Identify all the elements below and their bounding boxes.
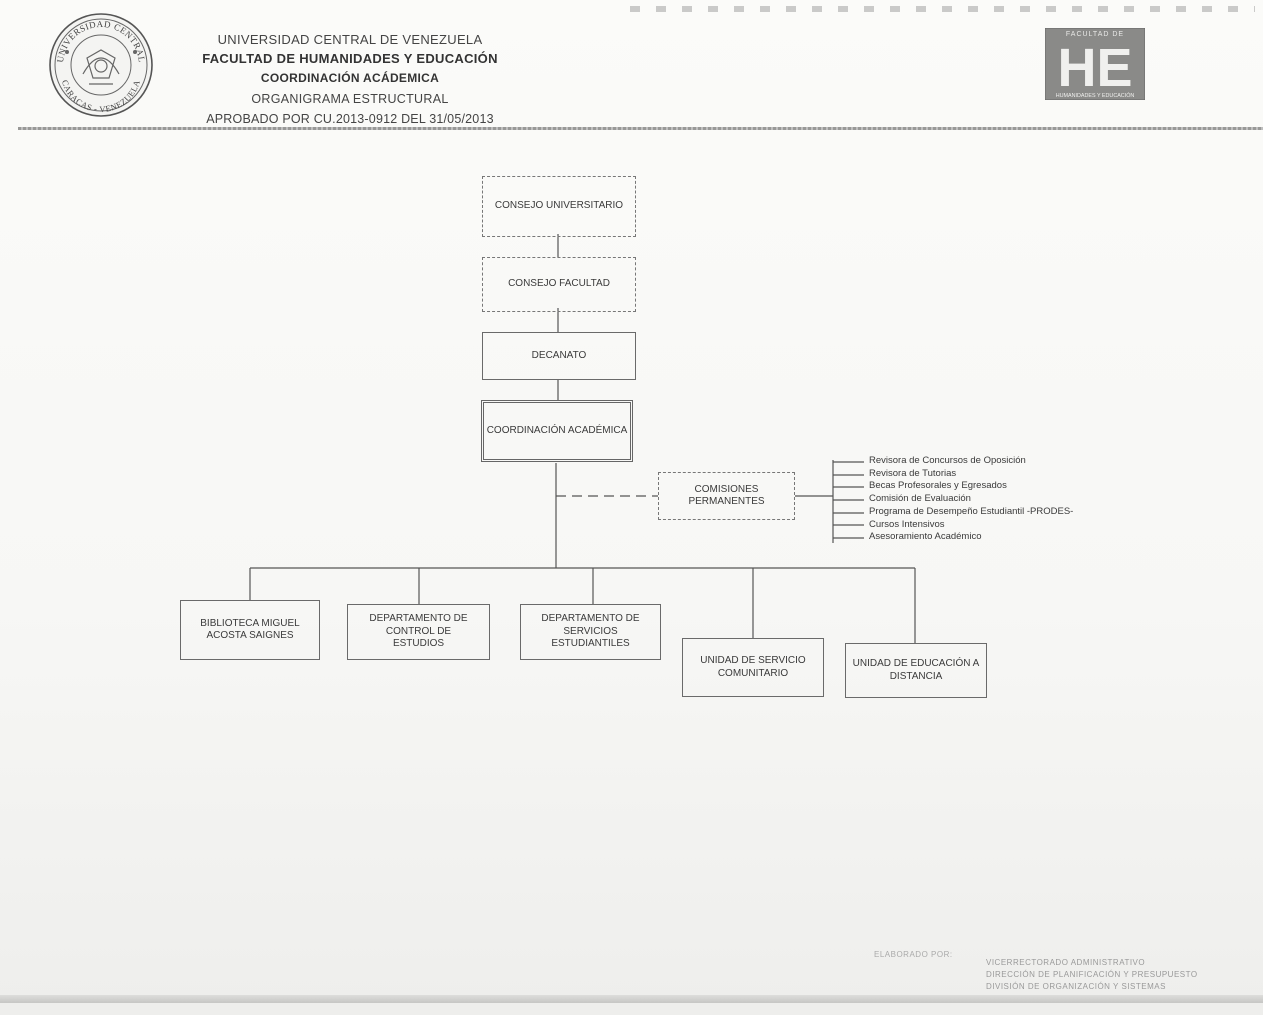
- node-label: CONSEJO UNIVERSITARIO: [494, 200, 624, 212]
- header-rule: [18, 127, 1263, 130]
- comision-item: Asesoramiento Académico: [869, 531, 982, 543]
- comisiones-list: Revisora de Concursos de Oposición Revis…: [869, 455, 1073, 544]
- faculty-name: FACULTAD DE HUMANIDADES Y EDUCACIÓN: [202, 51, 498, 66]
- node-consejo-universitario: CONSEJO UNIVERSITARIO: [482, 176, 636, 237]
- approval-note: APROBADO POR CU.2013-0912 DEL 31/05/2013: [206, 112, 494, 126]
- node-label: UNIDAD DE SERVICIO COMUNITARIO: [700, 655, 806, 679]
- node-servicio-comunitario: UNIDAD DE SERVICIO COMUNITARIO: [682, 638, 824, 697]
- footer-line: VICERRECTORADO ADMINISTRATIVO: [986, 958, 1146, 967]
- comision-item: Revisora de Concursos de Oposición: [869, 455, 1026, 466]
- university-seal: UNIVERSIDAD CENTRAL CARACAS - VENEZUELA: [49, 13, 153, 117]
- node-coordinacion-academica: COORDINACIÓN ACADÉMICA: [481, 400, 633, 462]
- node-label: COMISIONES PERMANENTES: [688, 483, 765, 508]
- footer-line: DIVISIÓN DE ORGANIZACIÓN Y SISTEMAS: [986, 982, 1166, 991]
- node-label: DEPARTAMENTO DE SERVICIOS ESTUDIANTILES: [541, 613, 640, 650]
- scan-bottom-edge: [0, 995, 1263, 1003]
- coordination-name: COORDINACIÓN ACÁDEMICA: [260, 71, 440, 85]
- node-label: CONSEJO FACULTAD: [508, 278, 610, 290]
- footer-label: ELABORADO POR:: [874, 950, 953, 959]
- comision-item: Revisora de Tutorias: [869, 467, 957, 479]
- node-label: COORDINACIÓN ACADÉMICA: [486, 424, 628, 436]
- node-educacion-distancia: UNIDAD DE EDUCACIÓN A DISTANCIA: [845, 643, 987, 698]
- footer-line: DIRECCIÓN DE PLANIFICACIÓN Y PRESUPUESTO: [986, 970, 1198, 979]
- logo-letters: HE: [1057, 38, 1132, 98]
- comision-item: Becas Profesorales y Egresados: [869, 480, 1007, 492]
- comision-item: Comisión de Evaluación: [869, 493, 971, 505]
- comision-item: Programa de Desempeño Estudiantil -PRODE…: [869, 505, 1074, 517]
- node-decanato: DECANATO: [482, 332, 636, 380]
- logo-top-text: FACULTAD DE: [1066, 31, 1124, 38]
- document-title: ORGANIGRAMA ESTRUCTURAL: [251, 92, 449, 106]
- comision-item: Cursos Intensivos: [869, 518, 945, 530]
- top-edge-marks: [630, 6, 1255, 12]
- node-label: UNIDAD DE EDUCACIÓN A DISTANCIA: [852, 658, 980, 682]
- node-label: BIBLIOTECA MIGUEL ACOSTA SAIGNES: [200, 617, 300, 642]
- node-consejo-facultad: CONSEJO FACULTAD: [482, 257, 636, 312]
- node-servicios-estudiantiles: DEPARTAMENTO DE SERVICIOS ESTUDIANTILES: [520, 604, 661, 660]
- faculty-logo: FACULTAD DE HE HUMANIDADES Y EDUCACIÓN: [1045, 28, 1145, 100]
- node-label: DECANATO: [531, 349, 587, 361]
- logo-bottom-text: HUMANIDADES Y EDUCACIÓN: [1056, 92, 1135, 99]
- node-control-estudios: DEPARTAMENTO DE CONTROL DE ESTUDIOS: [347, 604, 490, 660]
- node-biblioteca: BIBLIOTECA MIGUEL ACOSTA SAIGNES: [180, 600, 320, 660]
- footer-credits: VICERRECTORADO ADMINISTRATIVO DIRECCIÓN …: [986, 957, 1198, 993]
- node-label: DEPARTAMENTO DE CONTROL DE ESTUDIOS: [369, 613, 468, 650]
- university-name: UNIVERSIDAD CENTRAL DE VENEZUELA: [217, 32, 483, 47]
- node-comisiones-permanentes: COMISIONES PERMANENTES: [658, 472, 795, 520]
